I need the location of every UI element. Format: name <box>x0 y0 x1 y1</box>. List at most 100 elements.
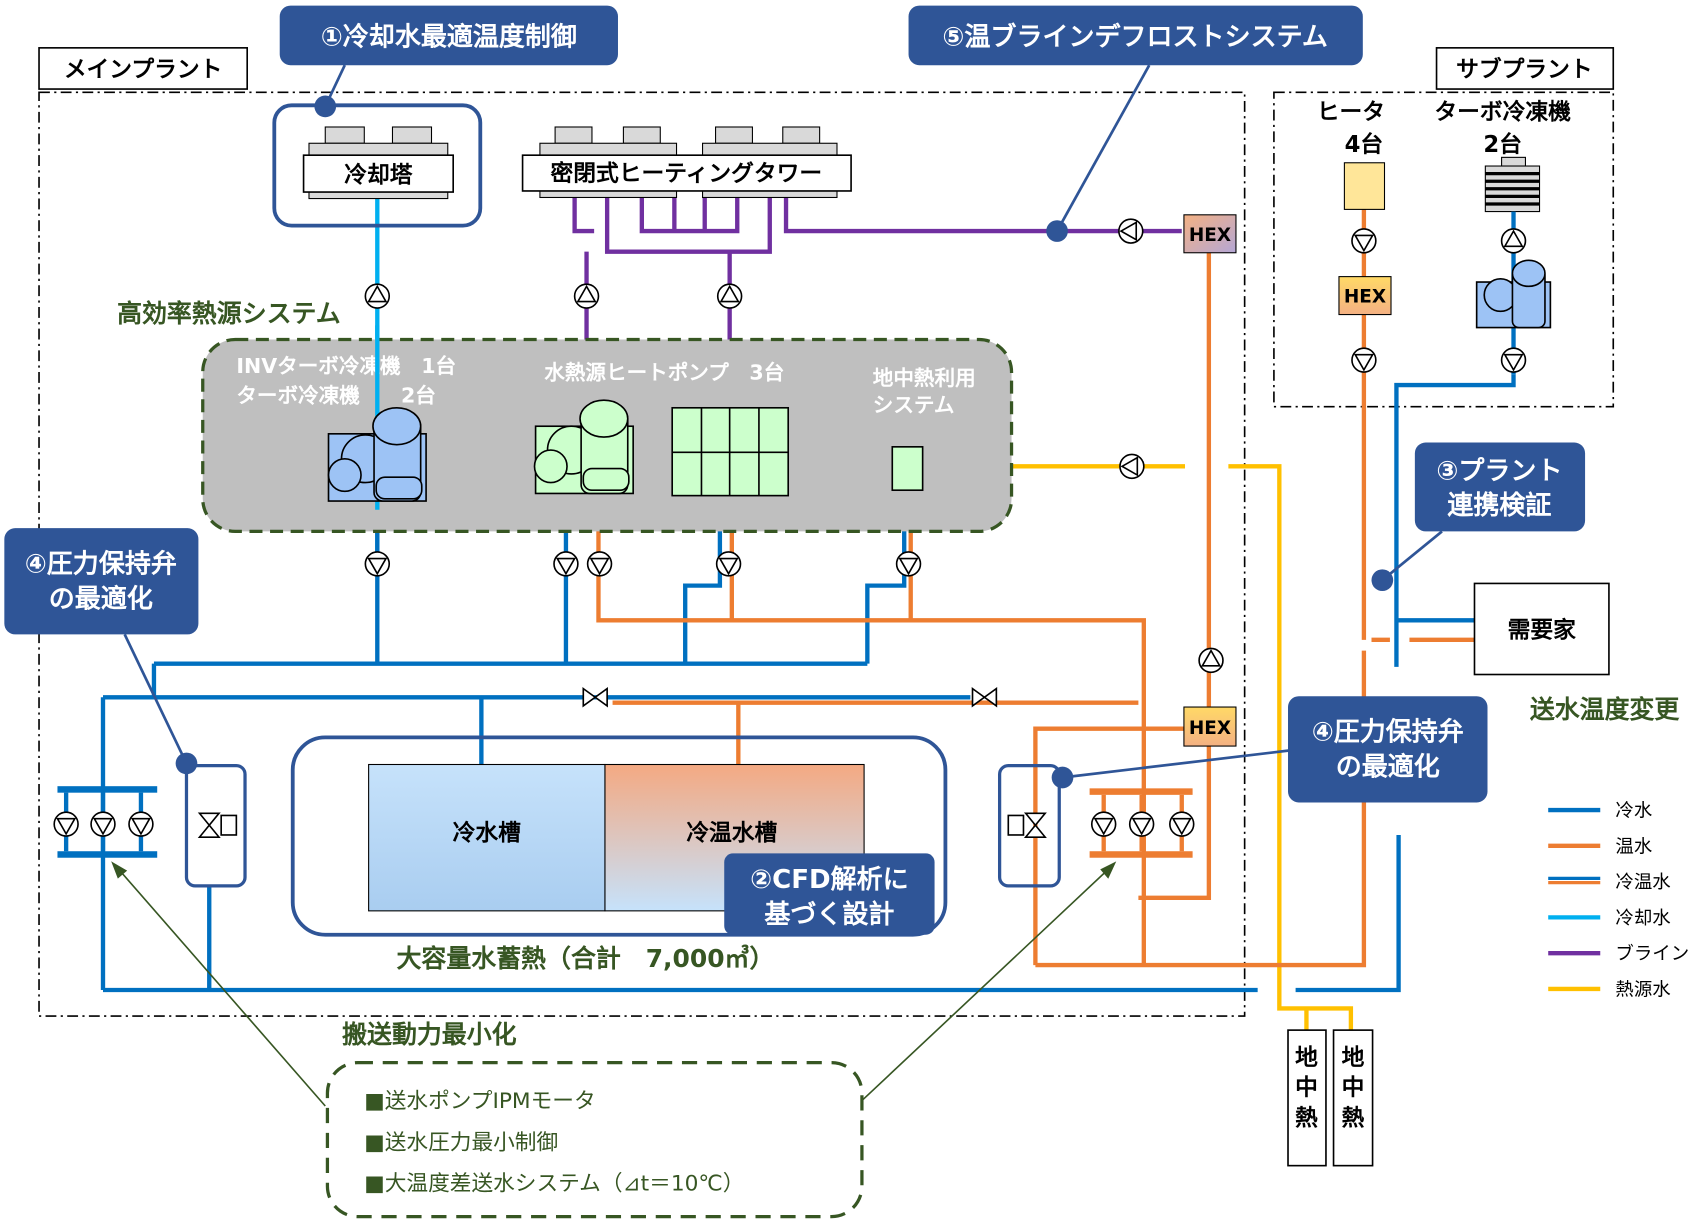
svg-text:地: 地 <box>1342 1045 1365 1071</box>
cold-water-pipes <box>100 374 1516 993</box>
customer-label: 需要家 <box>1508 617 1576 644</box>
svg-text:の最適化: の最適化 <box>1336 751 1440 782</box>
pump-icon <box>364 551 391 577</box>
legend-heat-source-water: 熱源水 <box>1615 979 1670 1000</box>
svg-text:の最適化: の最適化 <box>49 583 153 614</box>
transport-box <box>325 1061 864 1219</box>
cooling-tower-label-box <box>302 154 455 193</box>
svg-text:⑤温ブラインデフロストシステム: ⑤温ブラインデフロストシステム <box>942 22 1327 53</box>
heat-pump-label: 水熱源ヒートポンプ 3台 <box>544 361 784 385</box>
cold-water-tank <box>368 763 606 912</box>
pump-bank-right <box>1089 788 1195 858</box>
svg-text:HEX: HEX <box>1189 225 1231 246</box>
pump-bank-left <box>53 786 158 858</box>
sub-plant-frame <box>1273 91 1615 408</box>
inv-chiller-label: INVターボ冷凍機 1台 <box>236 354 456 378</box>
pump-icon <box>1119 453 1145 480</box>
turbo-chiller-icon <box>327 406 427 502</box>
pump-icon <box>1118 218 1144 244</box>
cooling-tower-group <box>272 103 483 228</box>
svg-text:冷却塔: 冷却塔 <box>344 161 412 188</box>
pump-icon <box>1500 347 1527 373</box>
pump-icon <box>364 283 391 309</box>
legend-brine: ブライン <box>1615 943 1689 965</box>
customer-box <box>1473 582 1610 676</box>
svg-text:密閉式ヒーティングタワー: 密閉式ヒーティングタワー <box>550 160 822 187</box>
pump-icon <box>586 551 613 577</box>
pressure-valve-icon <box>197 812 238 838</box>
geo-label: システム <box>873 393 955 417</box>
callout-dot <box>1051 766 1074 789</box>
svg-text:HEX: HEX <box>1189 718 1231 739</box>
heating-tower-icon <box>539 126 838 199</box>
pump-icon <box>573 283 600 309</box>
sub-cooling-unit-icon <box>1484 156 1541 213</box>
svg-text:熱: 熱 <box>1295 1106 1318 1132</box>
valve-icon <box>582 687 608 708</box>
transport-item: ■送水ポンプIPMモータ <box>364 1089 595 1114</box>
sub-turbo-count: 2台 <box>1483 131 1522 158</box>
sub-plant-label-box <box>1435 47 1615 90</box>
callout-dot <box>314 95 337 118</box>
pressure-valve-icon <box>1007 812 1047 838</box>
callout-cfd <box>724 853 935 935</box>
svg-text:地: 地 <box>1295 1045 1318 1071</box>
main-plant-label: メインプラント <box>64 57 223 83</box>
transport-label: 搬送動力最小化 <box>342 1020 517 1049</box>
hex-brine <box>1183 214 1237 254</box>
callout-pressure-valve-left <box>4 528 199 635</box>
svg-text:①冷却水最適温度制御: ①冷却水最適温度制御 <box>321 22 577 53</box>
callout-dot <box>1046 220 1068 242</box>
legend-cold-water: 冷水 <box>1615 801 1652 822</box>
heater-label: ヒータ <box>1317 99 1385 125</box>
pump-icon <box>1351 347 1377 373</box>
pump-icon <box>1500 228 1527 254</box>
heat-source-pipes <box>922 464 1354 1031</box>
svg-text:④圧力保持弁: ④圧力保持弁 <box>25 549 177 580</box>
supply-temp-label: 送水温度変更 <box>1530 695 1681 724</box>
callout-pressure-valve-right <box>1288 696 1488 803</box>
cooling-tower-icon <box>308 126 449 200</box>
svg-text:HEX: HEX <box>1344 287 1386 308</box>
callout-cooling-water-control <box>279 5 618 66</box>
turbo-chiller-label: ターボ冷凍機 2台 <box>236 383 436 407</box>
pump-icon <box>715 551 742 577</box>
main-plant-label-box <box>38 47 249 90</box>
geothermal-unit-icon <box>891 446 924 492</box>
svg-text:連携検証: 連携検証 <box>1447 490 1551 521</box>
svg-text:③プラント: ③プラント <box>1436 456 1562 486</box>
sub-turbo-chiller-icon <box>1475 259 1552 329</box>
callout-brine-defrost <box>908 5 1363 66</box>
legend-hot-water: 温水 <box>1615 836 1652 857</box>
heating-tower-label-box <box>521 154 852 192</box>
heat-pump-chiller-icon <box>533 399 634 495</box>
callout-dot <box>1371 569 1394 592</box>
storage-group <box>290 735 948 937</box>
transport-arrows <box>111 861 1117 1107</box>
geo-label: 地中熱利用 <box>873 366 976 390</box>
transport-item: ■大温度差送水システム（⊿t＝10℃） <box>364 1172 744 1197</box>
transport-item: ■送水圧力最小制御 <box>364 1130 558 1155</box>
pump-icon <box>1198 647 1224 674</box>
sub-plant-label: サブプラント <box>1456 56 1592 83</box>
svg-text:中: 中 <box>1295 1075 1318 1101</box>
heater-count: 4台 <box>1345 131 1384 158</box>
callout-plant-link <box>1414 442 1586 532</box>
callout-dot <box>175 752 198 775</box>
ground-heat-boxes: 地 中 熱 地 中 熱 <box>1287 1029 1374 1167</box>
cold-tank-label: 冷水槽 <box>453 819 521 846</box>
svg-text:中: 中 <box>1342 1075 1365 1101</box>
pressure-valve-box-left <box>184 763 247 888</box>
legend-cooling-water: 冷却水 <box>1615 908 1670 929</box>
pump-icon <box>895 551 922 577</box>
pump-icon <box>553 551 579 577</box>
pump-icon <box>716 283 743 309</box>
svg-text:②CFD解析に: ②CFD解析に <box>750 865 909 895</box>
hex-sub <box>1338 276 1392 316</box>
storage-label: 大容量水蓄熱（合計 7,000㎥） <box>397 944 775 973</box>
hot-tank-label: 冷温水槽 <box>686 819 777 846</box>
heater-icon <box>1343 162 1386 210</box>
svg-text:基づく設計: 基づく設計 <box>764 899 894 930</box>
svg-text:熱: 熱 <box>1342 1106 1365 1132</box>
